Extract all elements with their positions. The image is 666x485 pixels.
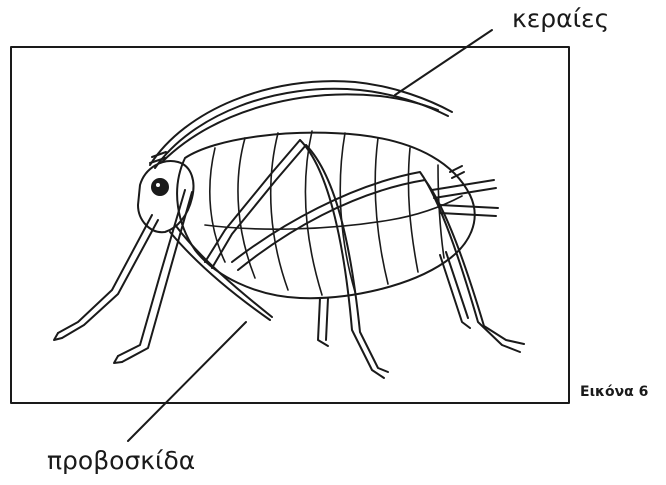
proboscis: [170, 226, 272, 320]
proboscis-leader-line: [128, 322, 246, 441]
antennae-label: κεραίες: [512, 4, 609, 33]
proboscis-label: προβοσκίδα: [47, 446, 195, 475]
legs: [54, 140, 524, 378]
antennae-leader-line: [395, 30, 492, 95]
compound-eye: [152, 179, 168, 195]
antennae: [150, 81, 452, 168]
figure-caption: Εικόνα 6: [580, 384, 648, 400]
